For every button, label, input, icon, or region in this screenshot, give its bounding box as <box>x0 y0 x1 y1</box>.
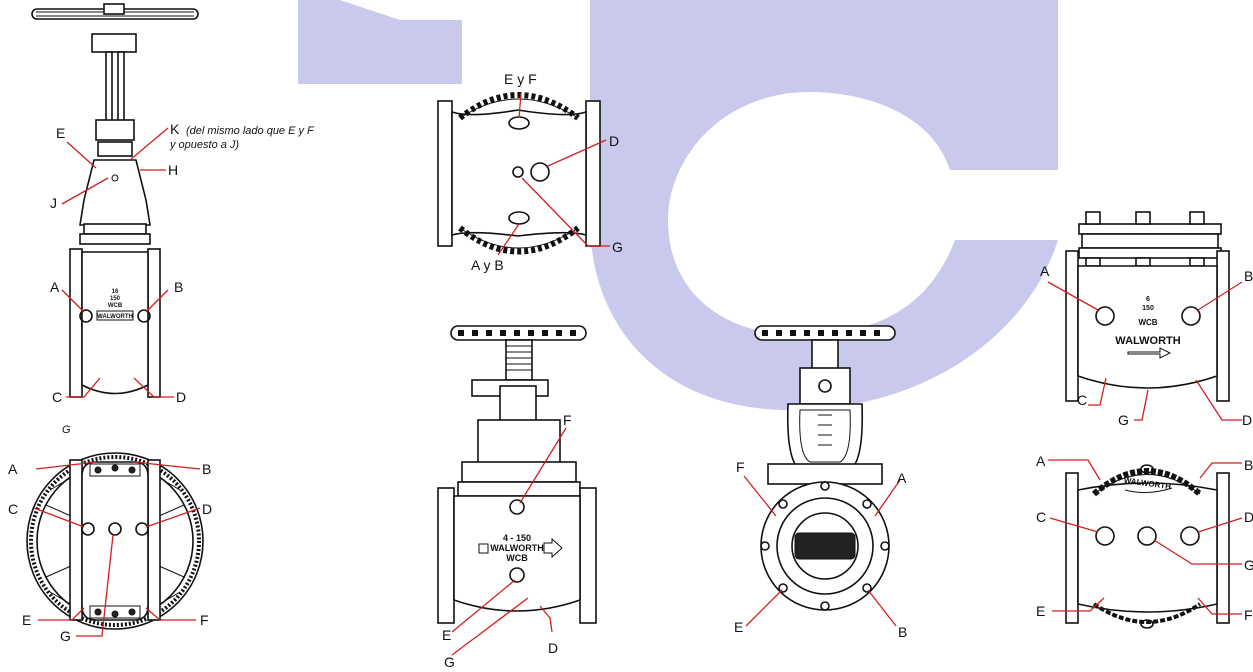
label-E: E <box>442 627 451 643</box>
label-G: G <box>612 239 623 255</box>
label-D: D <box>1244 509 1253 525</box>
marking-line1: 4 - 150 <box>503 533 531 543</box>
label-B: B <box>202 461 211 477</box>
watermark-logo <box>298 0 1058 410</box>
label-A: A <box>897 470 907 486</box>
check-valve-bottom-view: WALWORTH A B C D G E F <box>1036 453 1253 629</box>
label-C: C <box>1077 392 1087 408</box>
label-D: D <box>548 640 558 656</box>
label-A: A <box>50 279 60 295</box>
check-valve-front-view: 6 150 WCB WALWORTH A B C G D <box>1040 211 1253 428</box>
label-C: C <box>1036 509 1046 525</box>
label-A: A <box>1040 263 1050 279</box>
label-B: B <box>1244 457 1253 473</box>
label-E-y-F: E y F <box>504 71 537 87</box>
left-flange <box>69 248 83 398</box>
label-G: G <box>444 654 455 670</box>
marking-brand: WALWORTH <box>1115 335 1180 347</box>
label-F: F <box>200 612 209 628</box>
marking-material: WCB <box>108 303 123 309</box>
label-E: E <box>734 619 743 635</box>
marking-class: 150 <box>110 296 121 302</box>
label-H: H <box>168 162 178 178</box>
label-G: G <box>1118 412 1129 428</box>
label-E: E <box>56 125 65 141</box>
gate-valve-bottom-view: G A B C D E F G <box>8 424 212 644</box>
label-G-top: G <box>62 424 71 436</box>
marking-class: 150 <box>1142 305 1154 312</box>
marking-size: 6 <box>1146 296 1150 303</box>
label-E: E <box>22 612 31 628</box>
label-F: F <box>736 459 745 475</box>
label-D: D <box>1242 412 1252 428</box>
label-G: G <box>1244 557 1253 573</box>
label-F: F <box>1244 607 1253 623</box>
label-A-y-B: A y B <box>471 257 504 273</box>
globe-valve-front-view: 4 - 150 WALWORTH WCB F E D G <box>437 325 597 670</box>
label-C: C <box>8 501 18 517</box>
label-K: K <box>170 121 180 137</box>
note-K-line2: y opuesto a J) <box>169 139 239 151</box>
globe-valve-end-view: F A E B <box>734 325 907 640</box>
note-K-line1: (del mismo lado que E y F <box>186 125 315 137</box>
right-flange <box>147 248 161 398</box>
marking-material: WCB <box>1138 318 1157 327</box>
label-B: B <box>898 624 907 640</box>
label-F: F <box>563 412 572 428</box>
label-D: D <box>176 389 186 405</box>
label-G: G <box>60 628 71 644</box>
gate-valve-front-view: 16 150 WCB WALWORTH E K (del mismo lado … <box>31 3 315 405</box>
label-B: B <box>174 279 183 295</box>
label-C: C <box>52 389 62 405</box>
label-A: A <box>1036 453 1046 469</box>
marking-brand: WALWORTH <box>97 314 133 320</box>
gate-body <box>81 251 149 395</box>
label-D: D <box>202 501 212 517</box>
valve-top-view: E y F D G A y B <box>437 71 623 273</box>
label-E: E <box>1036 603 1045 619</box>
label-J: J <box>50 195 57 211</box>
marking-size: 16 <box>112 289 119 295</box>
label-D: D <box>609 133 619 149</box>
label-B: B <box>1244 268 1253 284</box>
marking-brand: WALWORTH <box>490 543 544 553</box>
marking-material: WCB <box>506 553 528 563</box>
label-A: A <box>8 461 18 477</box>
